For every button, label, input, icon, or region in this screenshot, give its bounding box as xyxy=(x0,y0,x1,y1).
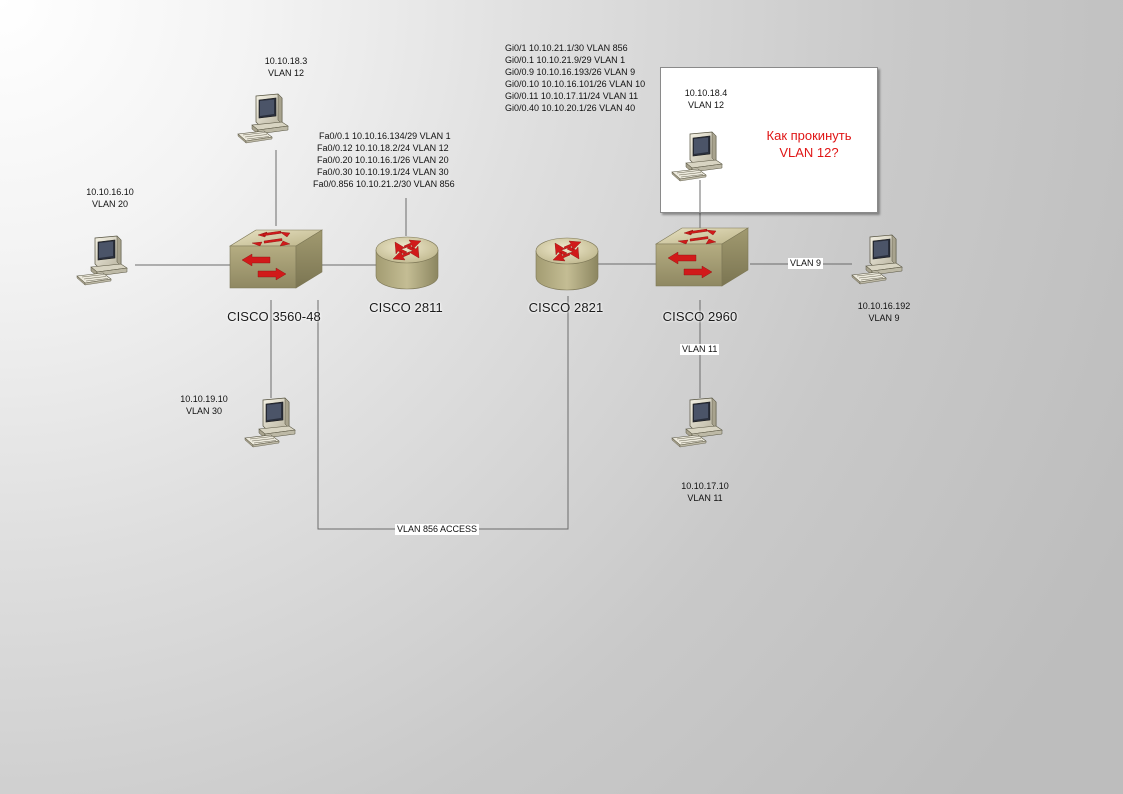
pc-ip: 10.10.16.10 xyxy=(86,187,134,197)
pc-vlan: VLAN 9 xyxy=(868,313,900,323)
device-name-2821: CISCO 2821 xyxy=(528,300,604,315)
pc-ip: 10.10.18.3 xyxy=(264,56,308,66)
pc-label-10-10-16-10: 10.10.16.10 VLAN 20 xyxy=(70,186,150,210)
r2821-config-list: Gi0/1 10.10.21.1/30 VLAN 856 Gi0/0.1 10.… xyxy=(505,42,645,114)
pc-10-10-18-3-icon[interactable] xyxy=(237,93,289,144)
config-line: Gi0/0.9 10.10.16.193/26 VLAN 9 xyxy=(505,67,636,77)
pc-vlan: VLAN 12 xyxy=(267,68,305,78)
switch-2960-icon[interactable] xyxy=(655,227,749,287)
pc-ip: 10.10.19.10 xyxy=(180,394,228,404)
pc-10-10-17-10-icon[interactable] xyxy=(671,397,723,448)
pc-vlan: VLAN 30 xyxy=(185,406,223,416)
router-2821-icon[interactable] xyxy=(535,237,599,291)
config-line: Fa0/0.30 10.10.19.1/24 VLAN 30 xyxy=(317,167,449,177)
note-question-line2: VLAN 12? xyxy=(779,145,839,160)
config-line: Gi0/0.10 10.10.16.101/26 VLAN 10 xyxy=(505,79,646,89)
pc-10-10-19-10-icon[interactable] xyxy=(244,397,296,448)
pc-label-10-10-17-10: 10.10.17.10 VLAN 11 xyxy=(665,480,745,504)
switch-3560-icon[interactable] xyxy=(229,229,323,289)
config-line: Gi0/0.11 10.10.17.11/24 VLAN 11 xyxy=(505,91,639,101)
pc-10-10-16-192-icon[interactable] xyxy=(851,234,903,285)
device-name-3560: CISCO 3560-48 xyxy=(227,309,321,324)
device-name-2811: CISCO 2811 xyxy=(369,300,443,315)
link-label-vlan-11: VLAN 11 xyxy=(680,344,720,355)
config-line: Fa0/0.12 10.10.18.2/24 VLAN 12 xyxy=(317,143,449,153)
pc-ip: 10.10.18.4 xyxy=(684,88,728,98)
link-vlan-856-access xyxy=(317,296,569,530)
config-line: Fa0/0.856 10.10.21.2/30 VLAN 856 xyxy=(313,179,455,189)
config-line: Gi0/0.40 10.10.20.1/26 VLAN 40 xyxy=(505,103,636,113)
link-label-vlan-856-access: VLAN 856 ACCESS xyxy=(395,524,480,535)
pc-10-10-16-10-icon[interactable] xyxy=(76,235,128,286)
note-box xyxy=(660,67,878,213)
note-question-line1: Как прокинуть xyxy=(766,128,852,143)
pc-ip: 10.10.16.192 xyxy=(857,301,911,311)
pc-ip: 10.10.17.10 xyxy=(681,481,729,491)
config-line: Fa0/0.1 10.10.16.134/29 VLAN 1 xyxy=(319,131,451,141)
note-question: Как прокинуть VLAN 12? xyxy=(740,127,878,161)
pc-label-10-10-18-3: 10.10.18.3 VLAN 12 xyxy=(246,55,326,79)
r2811-config-list: Fa0/0.1 10.10.16.134/29 VLAN 1 Fa0/0.12 … xyxy=(313,130,455,190)
router-2811-icon[interactable] xyxy=(375,236,439,290)
pc-vlan: VLAN 12 xyxy=(687,100,725,110)
link-label-vlan-9: VLAN 9 xyxy=(788,258,824,269)
pc-vlan: VLAN 20 xyxy=(91,199,129,209)
pc-label-10-10-18-4: 10.10.18.4 VLAN 12 xyxy=(666,87,746,111)
pc-label-10-10-16-192: 10.10.16.192 VLAN 9 xyxy=(844,300,924,324)
pc-vlan: VLAN 11 xyxy=(687,493,723,503)
device-name-2960: CISCO 2960 xyxy=(662,309,738,324)
config-line: Fa0/0.20 10.10.16.1/26 VLAN 20 xyxy=(317,155,449,165)
pc-label-10-10-19-10: 10.10.19.10 VLAN 30 xyxy=(164,393,244,417)
config-line: Gi0/1 10.10.21.1/30 VLAN 856 xyxy=(505,43,628,53)
config-line: Gi0/0.1 10.10.21.9/29 VLAN 1 xyxy=(505,55,626,65)
